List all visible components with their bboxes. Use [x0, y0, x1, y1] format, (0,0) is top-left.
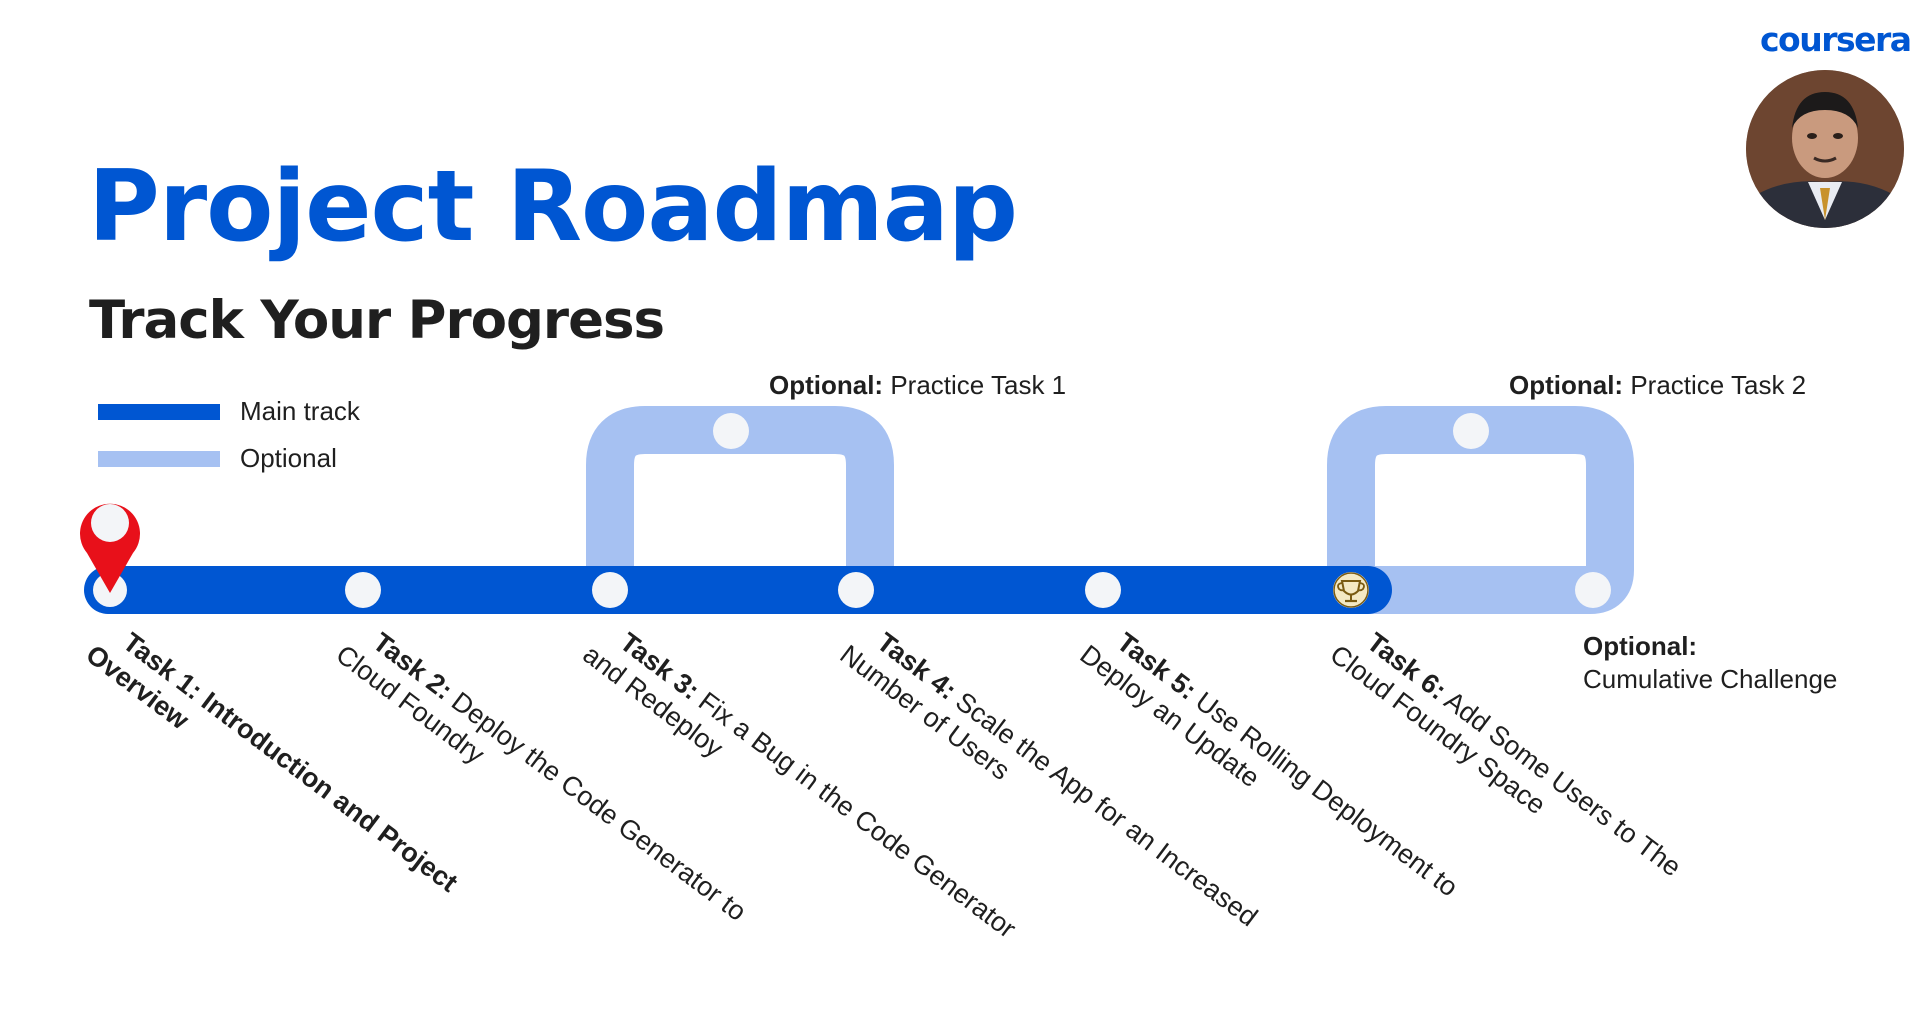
coursera-logo: coursera: [1760, 20, 1912, 59]
legend-optional-label: Optional: [240, 443, 337, 473]
node-practice-1[interactable]: [713, 413, 749, 449]
node-task-3[interactable]: [592, 572, 628, 608]
optional-label-practice-2: Optional: Practice Task 2: [1509, 370, 1807, 400]
optional-label-cumulative: Optional:Cumulative Challenge: [1583, 631, 1838, 694]
node-task-2[interactable]: [345, 572, 381, 608]
location-pin-icon: [80, 503, 140, 593]
avatar: [1746, 70, 1904, 228]
optional-label-practice-1: Optional: Practice Task 1: [769, 370, 1067, 400]
page-title: Project Roadmap: [88, 150, 1018, 264]
optional-track-2: [1327, 406, 1634, 614]
node-task-4[interactable]: [838, 572, 874, 608]
page-subtitle: Track Your Progress: [89, 290, 665, 351]
node-practice-2[interactable]: [1453, 413, 1489, 449]
node-cumulative[interactable]: [1575, 572, 1611, 608]
legend-main-label: Main track: [240, 396, 360, 426]
node-task-5[interactable]: [1085, 572, 1121, 608]
trophy-icon: [1333, 572, 1369, 608]
